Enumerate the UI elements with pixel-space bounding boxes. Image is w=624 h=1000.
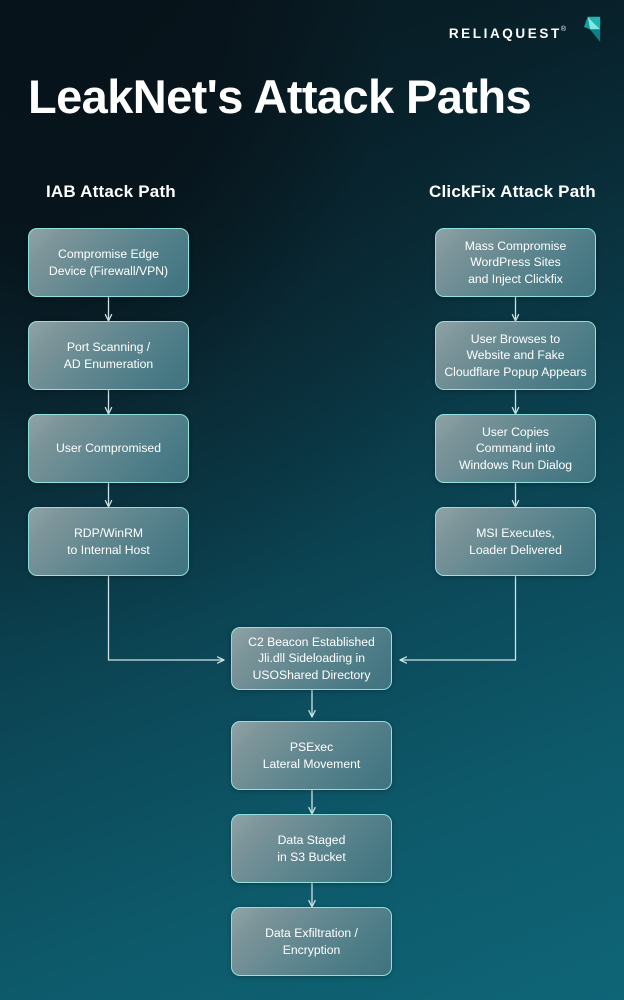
- node-merge-1[interactable]: C2 Beacon Established Jli.dll Sideloadin…: [231, 627, 392, 690]
- node-label: Mass Compromise WordPress Sites and Inje…: [464, 239, 567, 286]
- node-iab-4[interactable]: RDP/WinRM to Internal Host: [28, 507, 189, 576]
- node-merge-2[interactable]: PSExec Lateral Movement: [231, 721, 392, 790]
- node-label: User Compromised: [56, 441, 161, 456]
- node-clickfix-3[interactable]: User Copies Command into Windows Run Dia…: [435, 414, 596, 483]
- reliaquest-arrow-mark-icon: [584, 16, 601, 42]
- node-clickfix-1[interactable]: Mass Compromise WordPress Sites and Inje…: [435, 228, 596, 297]
- node-iab-3[interactable]: User Compromised: [28, 414, 189, 483]
- column-header-iab: IAB Attack Path: [46, 182, 176, 201]
- node-label: RDP/WinRM to Internal Host: [67, 526, 150, 557]
- node-label: PSExec Lateral Movement: [262, 740, 361, 771]
- node-label: C2 Beacon Established Jli.dll Sideloadin…: [248, 635, 375, 682]
- node-clickfix-4[interactable]: MSI Executes, Loader Delivered: [435, 507, 596, 576]
- node-merge-4[interactable]: Data Exfiltration / Encryption: [231, 907, 392, 976]
- node-merge-3[interactable]: Data Staged in S3 Bucket: [231, 814, 392, 883]
- page-title: LeakNet's Attack Paths: [28, 70, 532, 123]
- logo-wordmark: RELIAQUEST®: [449, 25, 566, 43]
- node-label: Data Exfiltration / Encryption: [265, 926, 358, 957]
- node-label: Data Staged in S3 Bucket: [277, 833, 346, 864]
- node-label: Compromise Edge Device (Firewall/VPN): [48, 247, 169, 278]
- node-iab-1[interactable]: Compromise Edge Device (Firewall/VPN): [28, 228, 189, 297]
- node-iab-2[interactable]: Port Scanning / AD Enumeration: [28, 321, 189, 390]
- registered-trademark-icon: ®: [560, 26, 566, 34]
- wire-iab-to-merge: [107, 576, 225, 664]
- reliaquest-logo: RELIAQUEST®: [449, 16, 602, 45]
- node-label: User Browses to Website and Fake Cloudfl…: [444, 332, 587, 379]
- column-header-clickfix: ClickFix Attack Path: [429, 182, 596, 201]
- node-label: MSI Executes, Loader Delivered: [469, 526, 562, 557]
- logo-wordmark-text: RELIAQUEST: [448, 25, 562, 41]
- wire-cf-to-merge: [399, 576, 517, 664]
- node-label: Port Scanning / AD Enumeration: [63, 340, 154, 371]
- node-label: User Copies Command into Windows Run Dia…: [458, 425, 573, 472]
- node-clickfix-2[interactable]: User Browses to Website and Fake Cloudfl…: [435, 321, 596, 390]
